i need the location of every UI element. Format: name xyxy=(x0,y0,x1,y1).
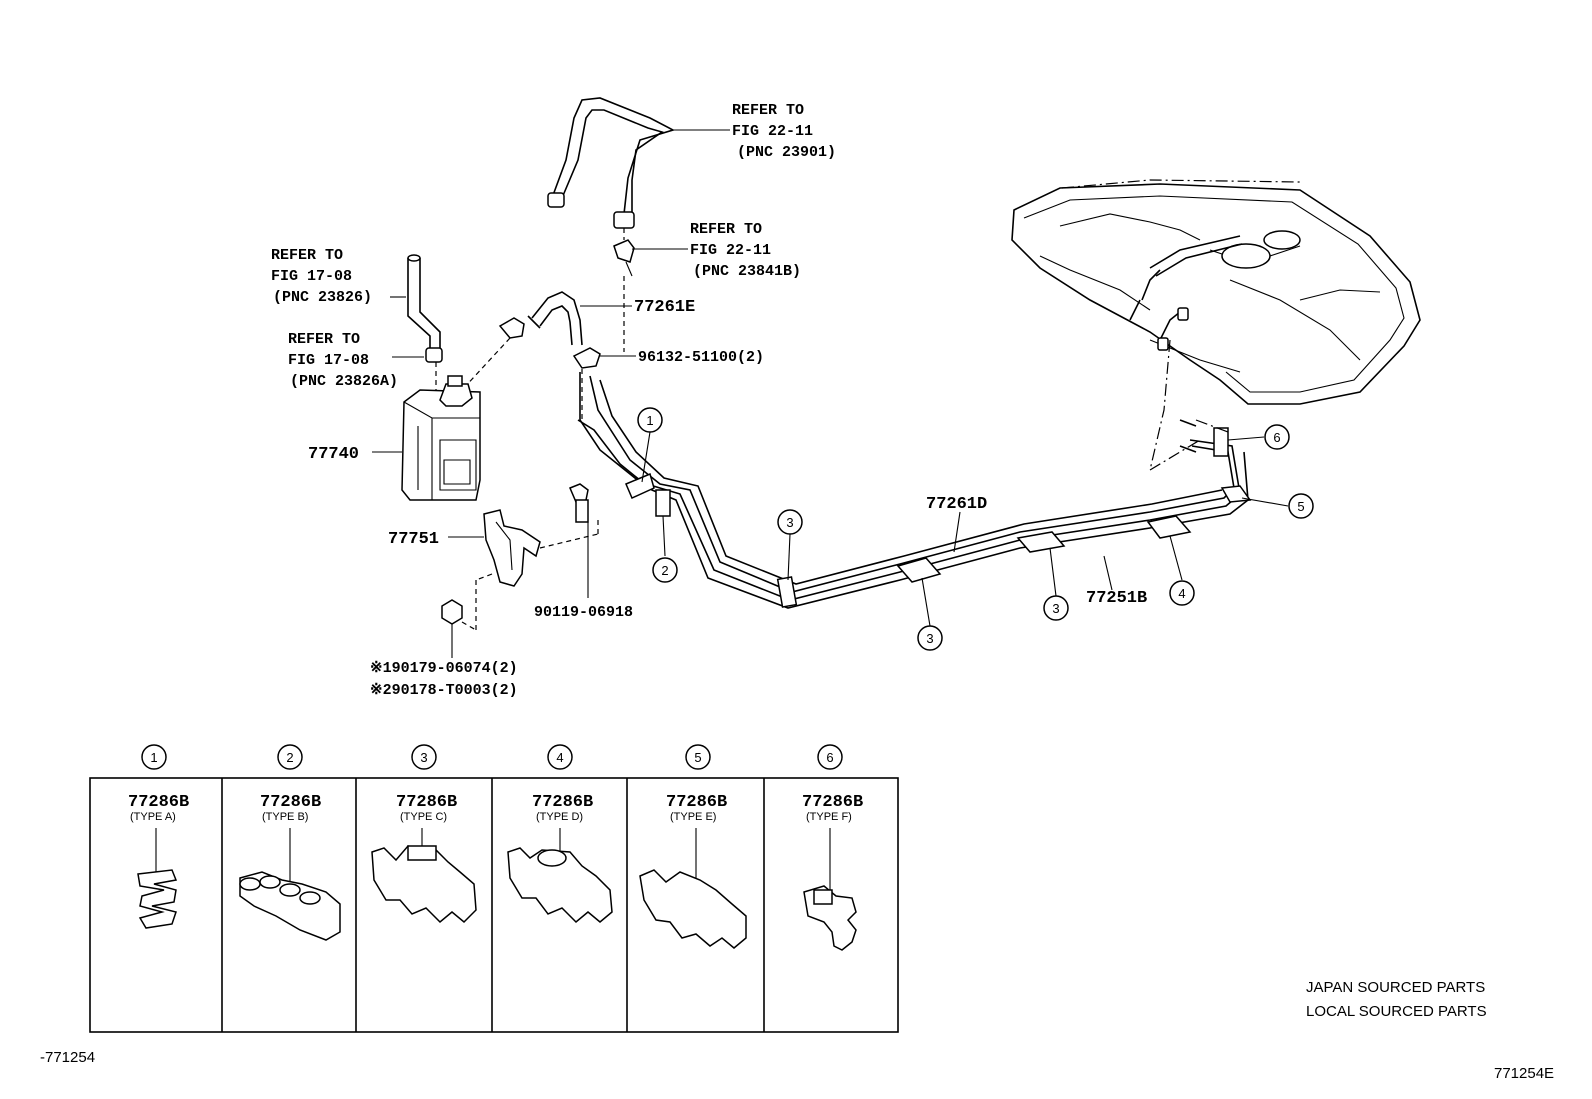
part-label-nut2: ※290178-T0003(2) xyxy=(370,682,518,699)
svg-text:77286B: 77286B xyxy=(396,793,457,812)
svg-text:1: 1 xyxy=(150,750,157,765)
svg-text:(TYPE E): (TYPE E) xyxy=(670,811,716,823)
line-clamp-3b xyxy=(896,557,942,583)
svg-text:3: 3 xyxy=(926,631,933,646)
canister-bracket xyxy=(483,509,541,587)
ref-label-2: (PNC 23841B) xyxy=(693,263,801,280)
clamp-cell-3: 3 77286B (TYPE C) xyxy=(371,744,477,924)
line-clamp-4 xyxy=(1146,515,1192,539)
svg-text:4: 4 xyxy=(1178,586,1185,601)
callout-5: 5 xyxy=(1288,493,1314,519)
ref-label-4: FIG 17-08 xyxy=(288,352,369,369)
callout-1: 1 xyxy=(637,407,663,433)
figure-id-left: -771254 xyxy=(40,1049,95,1066)
svg-text:1: 1 xyxy=(646,413,653,428)
bolt-90119 xyxy=(569,483,589,598)
part-label-77261e: 77261E xyxy=(634,298,695,317)
ref-label-4: REFER TO xyxy=(288,331,360,348)
svg-text:2: 2 xyxy=(286,750,293,765)
ref-label-3: FIG 17-08 xyxy=(271,268,352,285)
clamp-cell-5: 5 77286B (TYPE E) xyxy=(639,744,747,949)
ref-label-3: REFER TO xyxy=(271,247,343,264)
part-label-77251b: 77251B xyxy=(1086,589,1147,608)
svg-text:(TYPE D): (TYPE D) xyxy=(536,811,583,823)
clip-96132 xyxy=(572,347,601,369)
svg-text:77286B: 77286B xyxy=(532,793,593,812)
clamp-cell-4: 4 77286B (TYPE D) xyxy=(507,744,613,924)
svg-text:3: 3 xyxy=(420,750,427,765)
svg-text:4: 4 xyxy=(556,750,563,765)
svg-text:(TYPE C): (TYPE C) xyxy=(400,811,447,823)
hose-77261e xyxy=(527,291,583,346)
line-clamp-6 xyxy=(1213,427,1229,457)
part-label-96132: 96132-51100(2) xyxy=(638,349,764,366)
svg-text:2: 2 xyxy=(661,563,668,578)
ref-label-2: FIG 22-11 xyxy=(690,242,771,259)
line-clamp-1 xyxy=(625,472,655,499)
svg-text:6: 6 xyxy=(1273,430,1280,445)
part-label-77740: 77740 xyxy=(308,445,359,464)
line-clamp-5 xyxy=(1220,485,1252,503)
svg-text:5: 5 xyxy=(1297,499,1304,514)
fuel-tank xyxy=(1011,183,1421,405)
svg-text:77286B: 77286B xyxy=(666,793,727,812)
clamp-cell-2: 2 77286B (TYPE B) xyxy=(239,744,341,941)
ref-label-1: REFER TO xyxy=(732,102,804,119)
svg-text:3: 3 xyxy=(1052,601,1059,616)
part-label-77751: 77751 xyxy=(388,530,439,549)
upper-fuel-hose xyxy=(547,97,676,240)
line-clamp-3a xyxy=(776,576,798,608)
svg-text:(TYPE A): (TYPE A) xyxy=(130,811,176,823)
svg-text:77286B: 77286B xyxy=(802,793,863,812)
charcoal-canister xyxy=(401,375,481,501)
part-label-77261d: 77261D xyxy=(926,495,987,514)
ref-label-1: FIG 22-11 xyxy=(732,123,813,140)
svg-text:77286B: 77286B xyxy=(128,793,189,812)
ref-label-2: REFER TO xyxy=(690,221,762,238)
part-label-nut1: ※190179-06074(2) xyxy=(370,660,518,677)
ref-label-3: (PNC 23826) xyxy=(273,289,372,306)
clamp-cell-1: 1 77286B (TYPE A) xyxy=(128,744,189,929)
callout-3: 3 xyxy=(777,509,803,535)
svg-text:(TYPE F): (TYPE F) xyxy=(806,811,852,823)
nut-90179 xyxy=(441,599,463,658)
svg-text:(TYPE B): (TYPE B) xyxy=(262,811,308,823)
callout-3: 3 xyxy=(917,625,943,651)
clamp-cell-6: 6 77286B (TYPE F) xyxy=(802,744,863,951)
small-clip xyxy=(498,317,525,339)
ref-label-4: (PNC 23826A) xyxy=(290,373,398,390)
line-clamp-2 xyxy=(655,489,671,517)
callout-4: 4 xyxy=(1169,580,1195,606)
svg-text:6: 6 xyxy=(826,750,833,765)
figure-id-right: 771254E xyxy=(1494,1065,1554,1082)
ref-label-1: (PNC 23901) xyxy=(737,144,836,161)
vent-hose-23826 xyxy=(407,254,443,392)
hose-clip-23841b xyxy=(613,239,635,277)
svg-text:77286B: 77286B xyxy=(260,793,321,812)
legend-local: LOCAL SOURCED PARTS xyxy=(1306,1003,1487,1020)
svg-text:3: 3 xyxy=(786,515,793,530)
part-label-90119: 90119-06918 xyxy=(534,604,633,621)
svg-text:5: 5 xyxy=(694,750,701,765)
callout-2: 2 xyxy=(652,557,678,583)
legend-japan: JAPAN SOURCED PARTS xyxy=(1306,979,1485,996)
callout-6: 6 xyxy=(1264,424,1290,450)
line-clamp-3c xyxy=(1016,531,1066,553)
clamp-table xyxy=(89,777,899,1033)
callout-3: 3 xyxy=(1043,595,1069,621)
